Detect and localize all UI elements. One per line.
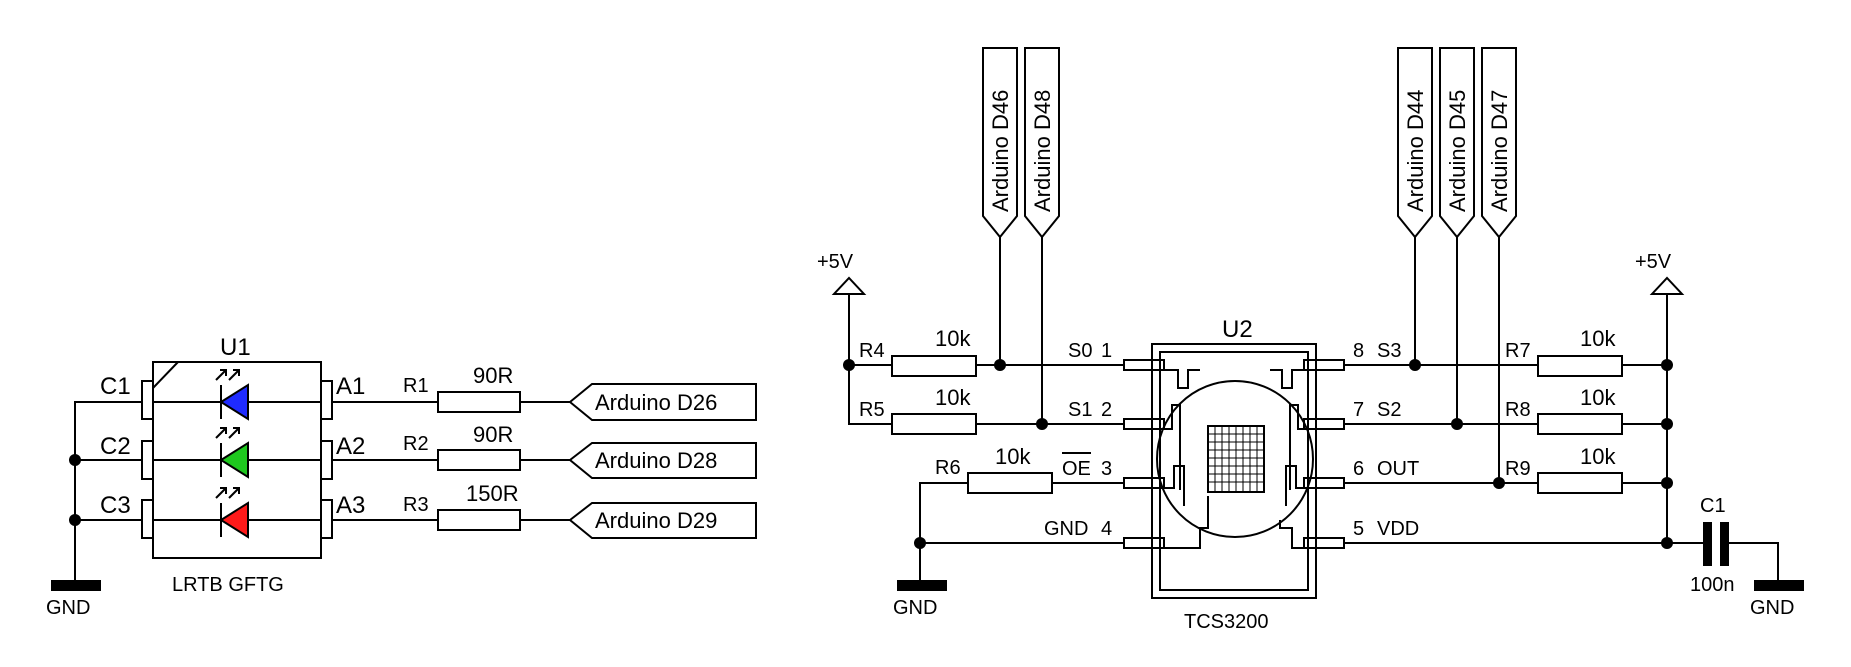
net-flag-d28 (568, 442, 757, 479)
r9-body (1537, 472, 1623, 494)
u2-pin-s0-name: S0 (1068, 340, 1092, 362)
r7-ref-label: R7 (1505, 340, 1531, 362)
gnd-symbol-left (51, 580, 101, 591)
vcc-label-right: +5V (1635, 251, 1672, 273)
led-resistor-r3: R3 150R Arduino D29 (332, 481, 757, 539)
net-label-d26: Arduino D26 (595, 390, 717, 415)
u2-pin-out-name: OUT (1377, 458, 1419, 480)
r2-value-label: 90R (473, 422, 513, 447)
r7-value-label: 10k (1580, 326, 1616, 351)
u1-part-label: LRTB GFTG (172, 574, 284, 596)
net-flag-d48 (1024, 47, 1060, 239)
r3-ref-label: R3 (403, 494, 429, 516)
r7-body (1537, 355, 1623, 377)
u2-pin-out-num: 6 (1353, 458, 1364, 480)
u2-pin-s1-num: 2 (1101, 399, 1112, 421)
net-flag-d26 (568, 383, 757, 421)
net-flag-d29 (568, 502, 757, 539)
u2-sensor: U2 TCS3200 (1044, 316, 1419, 633)
u2-pin-s2-num: 7 (1353, 399, 1364, 421)
photodiode-grid (1208, 426, 1264, 492)
net-label-d45: Arduino D45 (1445, 90, 1470, 212)
net-label-d48: Arduino D48 (1030, 90, 1055, 212)
net-label-d47: Arduino D47 (1487, 90, 1512, 212)
net-flag-d44 (1397, 47, 1433, 239)
r8-body (1537, 413, 1623, 435)
r9-ref-label: R9 (1505, 458, 1531, 480)
r1-value-label: 90R (473, 363, 513, 388)
cathode-label-2: C2 (100, 433, 131, 460)
led-resistor-r2: R2 90R Arduino D28 (332, 422, 757, 479)
anode-label-2: A2 (336, 433, 365, 460)
r1-ref-label: R1 (403, 375, 429, 397)
gnd-symbol-mid (897, 580, 947, 591)
u2-pin-oe-num: 3 (1101, 458, 1112, 480)
anode-label-3: A3 (336, 492, 365, 519)
led-red-body (219, 501, 249, 539)
u2-pin-s3-name: S3 (1377, 340, 1401, 362)
cathode-label-3: C3 (100, 492, 131, 519)
u2-pin-s0-num: 1 (1101, 340, 1112, 362)
u2-pin-oe-name: OE (1062, 458, 1091, 480)
c1-value-label: 100n (1690, 574, 1735, 596)
r6-value-label: 10k (995, 444, 1031, 469)
net-label-d44: Arduino D44 (1403, 90, 1428, 212)
anode-label-1: A1 (336, 373, 365, 400)
gnd-label-right: GND (1750, 597, 1794, 619)
r6-ref-label: R6 (935, 457, 961, 479)
r8-value-label: 10k (1580, 385, 1616, 410)
u2-pin-s3-num: 8 (1353, 340, 1364, 362)
r9-value-label: 10k (1580, 444, 1616, 469)
led-blue-body (219, 383, 249, 421)
r4-ref-label: R4 (859, 340, 885, 362)
led-red (215, 487, 249, 539)
u2-pin-vdd-name: VDD (1377, 518, 1419, 540)
r8-ref-label: R8 (1505, 399, 1531, 421)
cathode-label-1: C1 (100, 373, 131, 400)
gnd-label-mid: GND (893, 597, 937, 619)
r3-value-label: 150R (466, 481, 519, 506)
u2-right-network: Arduino D44 Arduino D45 Arduino D47 R7 1… (1344, 47, 1804, 619)
net-flag-d45 (1439, 47, 1475, 239)
gnd-symbol-right (1754, 580, 1804, 591)
net-flag-d46 (982, 47, 1018, 239)
u2-pin-vdd-num: 5 (1353, 518, 1364, 540)
u2-pin-s1-name: S1 (1068, 399, 1092, 421)
u2-left-network: +5V R4 10k R5 10k R6 10k GND Arduino D46… (817, 47, 1124, 619)
u2-part-label: TCS3200 (1184, 611, 1269, 633)
vcc-label-left: +5V (817, 251, 854, 273)
u1-ref-label: U1 (220, 334, 251, 361)
vcc-symbol-left (831, 276, 867, 295)
u1-led-module: U1 LRTB GFTG (100, 334, 365, 596)
r5-value-label: 10k (935, 385, 971, 410)
net-flag-d47 (1481, 47, 1517, 239)
c1-plate-right (1720, 522, 1729, 566)
r5-ref-label: R5 (859, 399, 885, 421)
gnd-label-left: GND (46, 597, 90, 619)
vcc-symbol-right (1649, 276, 1685, 295)
u2-pin-gnd-name: GND (1044, 518, 1088, 540)
led-blue (215, 369, 249, 421)
u1-ground-net: GND (46, 401, 142, 619)
u2-ref-label: U2 (1222, 316, 1253, 343)
r2-ref-label: R2 (403, 433, 429, 455)
led-green (215, 427, 249, 479)
led-green-body (219, 441, 249, 479)
u2-pin-s2-name: S2 (1377, 399, 1401, 421)
c1-plate-left (1703, 522, 1712, 566)
u2-pin-gnd-num: 4 (1101, 518, 1112, 540)
r4-value-label: 10k (935, 326, 971, 351)
net-label-d29: Arduino D29 (595, 508, 717, 533)
net-label-d46: Arduino D46 (988, 90, 1013, 212)
c1-ref-label: C1 (1700, 495, 1726, 517)
led-resistor-r1: R1 90R Arduino D26 (332, 363, 757, 421)
net-label-d28: Arduino D28 (595, 448, 717, 473)
